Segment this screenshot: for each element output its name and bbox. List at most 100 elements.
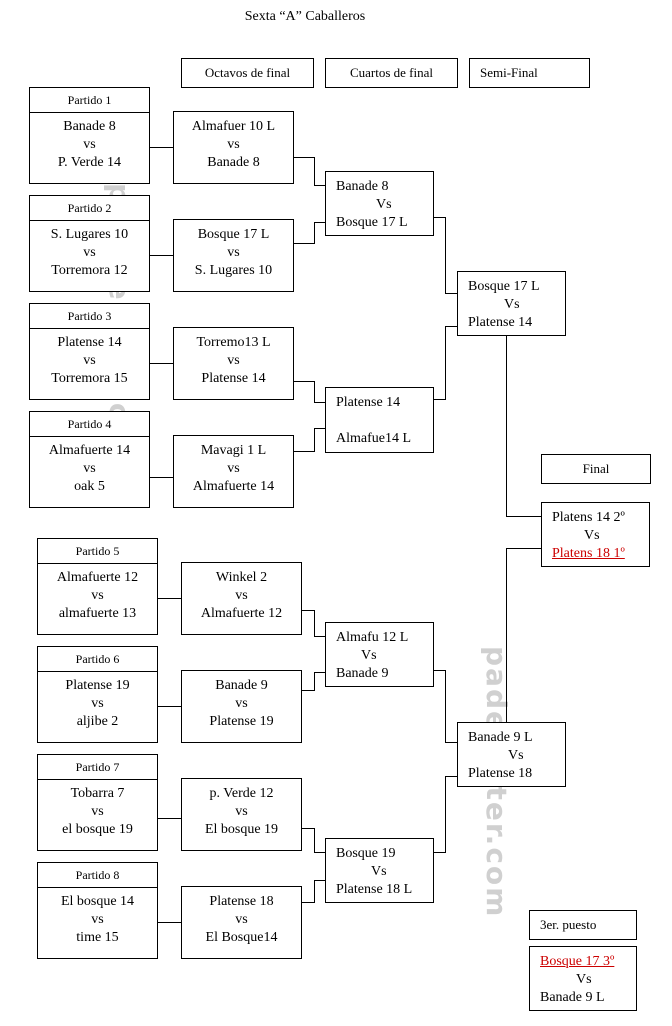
partido-label: Partido 8 — [38, 863, 157, 888]
connector — [314, 428, 325, 429]
octavos-box: Torremo13 L vs Platense 14 — [173, 327, 294, 400]
team-b: P. Verde 14 — [57, 155, 122, 170]
connector — [314, 828, 315, 852]
connector — [314, 672, 325, 673]
semi-box: Banade 9 L Vs Platense 18 — [457, 722, 566, 787]
connector — [294, 157, 315, 158]
team-b: Banade 9 — [336, 666, 389, 681]
partido-box: Partido 5 Almafuerte 12 vs almafuerte 13 — [37, 538, 158, 635]
vs-text: vs — [235, 804, 248, 819]
octavos-box: Banade 9 vs Platense 19 — [181, 670, 302, 743]
connector — [445, 326, 446, 399]
vs-text: vs — [227, 137, 240, 152]
team-b: Banade 9 L — [540, 990, 605, 1005]
vs-text: Vs — [504, 297, 520, 312]
partido-box: Partido 2 S. Lugares 10 vs Torremora 12 — [29, 195, 150, 292]
vs-text: vs — [235, 912, 248, 927]
cuartos-box: Bosque 19 Vs Platense 18 L — [325, 838, 434, 903]
connector — [314, 222, 315, 243]
team-a: Mavagi 1 L — [200, 443, 267, 458]
connector — [150, 255, 173, 256]
octavos-box: Mavagi 1 L vs Almafuerte 14 — [173, 435, 294, 508]
header-octavos: Octavos de final — [181, 58, 314, 88]
team-b: Almafue14 L — [336, 431, 412, 446]
team-a: Almafuerte 12 — [56, 570, 139, 585]
cuartos-box: Almafu 12 L Vs Banade 9 — [325, 622, 434, 687]
vs-text: vs — [227, 461, 240, 476]
partido-label: Partido 3 — [30, 304, 149, 329]
vs-text: Vs — [584, 528, 600, 543]
partido-label: Partido 7 — [38, 755, 157, 780]
team-b: Torremora 15 — [51, 371, 128, 386]
connector — [506, 548, 507, 722]
vs-text: vs — [91, 696, 104, 711]
connector — [506, 336, 507, 516]
partido-box: Partido 7 Tobarra 7 vs el bosque 19 — [37, 754, 158, 851]
team-b: El Bosque14 — [205, 930, 278, 945]
vs-text: vs — [227, 245, 240, 260]
connector — [506, 548, 541, 549]
octavos-box: p. Verde 12 vs El bosque 19 — [181, 778, 302, 851]
team-a: Bosque 17 L — [197, 227, 270, 242]
vs-text: vs — [91, 588, 104, 603]
tercer-puesto-box: Bosque 17 3º Vs Banade 9 L — [529, 946, 637, 1011]
team-a: Platense 19 — [65, 678, 130, 693]
team-b: Banade 8 — [207, 155, 260, 170]
team-a: Banade 9 L — [468, 730, 533, 745]
champion-team: Platens 18 1º — [552, 546, 625, 561]
connector — [314, 610, 315, 636]
vs-text: Vs — [508, 748, 524, 763]
team-b: Platense 18 L — [336, 882, 413, 897]
connector — [314, 185, 325, 186]
connector — [434, 670, 446, 671]
connector — [302, 690, 315, 691]
connector — [314, 880, 325, 881]
page-title: Sexta “A” Caballeros — [244, 9, 366, 24]
vs-text: vs — [83, 137, 96, 152]
team-b: Bosque 17 L — [336, 215, 408, 230]
team-b: oak 5 — [74, 479, 105, 494]
partido-box: Partido 1 Banade 8 vs P. Verde 14 — [29, 87, 150, 184]
connector — [445, 217, 446, 293]
vs-text: vs — [91, 804, 104, 819]
team-a: Almafuer 10 L — [191, 119, 276, 134]
cuartos-box: Banade 8 Vs Bosque 17 L — [325, 171, 434, 236]
connector — [314, 672, 315, 690]
octavos-box: Almafuer 10 L vs Banade 8 — [173, 111, 294, 184]
team-b: aljibe 2 — [76, 714, 119, 729]
vs-text: vs — [83, 353, 96, 368]
team-a: El bosque 14 — [60, 894, 135, 909]
header-tercer-puesto: 3er. puesto — [529, 910, 637, 940]
vs-text: vs — [83, 461, 96, 476]
partido-box: Partido 3 Platense 14 vs Torremora 15 — [29, 303, 150, 400]
team-b: El bosque 19 — [204, 822, 279, 837]
connector — [314, 222, 325, 223]
octavos-box: Bosque 17 L vs S. Lugares 10 — [173, 219, 294, 292]
team-a: Platense 18 — [209, 894, 274, 909]
connector — [158, 922, 181, 923]
connector — [314, 402, 325, 403]
cuartos-box: Platense 14 Almafue14 L — [325, 387, 434, 453]
connector — [150, 147, 173, 148]
connector — [506, 516, 541, 517]
team-a: Almafu 12 L — [336, 630, 409, 645]
connector — [294, 381, 315, 382]
team-b: Platense 14 — [201, 371, 266, 386]
connector — [445, 293, 457, 294]
connector — [158, 598, 181, 599]
connector — [302, 610, 315, 611]
team-b: Platense 19 — [209, 714, 274, 729]
team-b: Torremora 12 — [51, 263, 128, 278]
connector — [314, 428, 315, 451]
third-place-team: Bosque 17 3º — [540, 954, 615, 969]
connector — [294, 451, 315, 452]
team-a: S. Lugares 10 — [50, 227, 129, 242]
connector — [434, 399, 446, 400]
team-a: p. Verde 12 — [209, 786, 274, 801]
team-a: Platense 14 — [336, 395, 401, 410]
connector — [158, 706, 181, 707]
team-b: time 15 — [76, 930, 119, 945]
team-a: Almafuerte 14 — [48, 443, 131, 458]
vs-text: Vs — [361, 648, 377, 663]
connector — [150, 363, 173, 364]
